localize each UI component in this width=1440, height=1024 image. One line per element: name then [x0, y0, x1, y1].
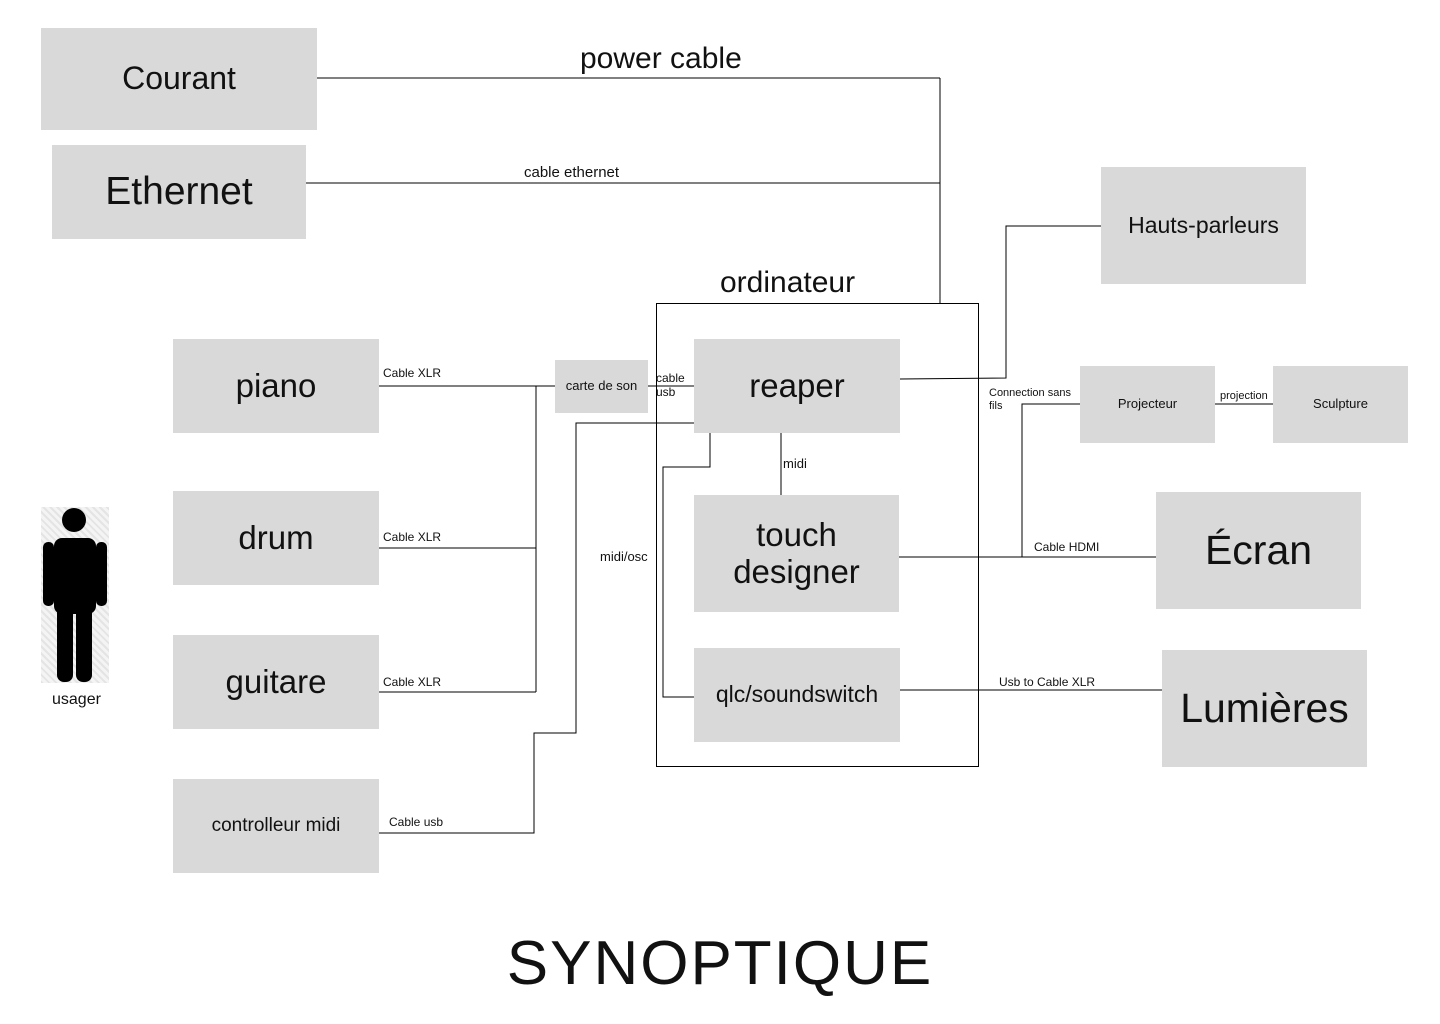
cable-hdmi-label: Cable HDMI: [1034, 540, 1100, 554]
qlc-soundswitch-node: qlc/soundswitch: [694, 648, 900, 742]
drum-node: drum: [173, 491, 379, 585]
courant-node: Courant: [41, 28, 317, 130]
projection-label: projection: [1220, 390, 1268, 402]
reaper-node: reaper: [694, 339, 900, 433]
wire-reaper-qlc-osc: [662, 433, 711, 698]
ordinateur-label: ordinateur: [720, 266, 856, 299]
wire-wireless-projecteur: [1021, 403, 1080, 557]
controlleur-midi-node: controlleur midi: [173, 779, 379, 873]
piano-cable-label: Cable XLR: [383, 366, 442, 380]
lumieres-node: Lumières: [1162, 650, 1367, 767]
wire-controller-reaper: [379, 422, 694, 834]
guitare-node: guitare: [173, 635, 379, 729]
controller-cable-label: Cable usb: [389, 815, 444, 829]
cable-ethernet-label: cable ethernet: [524, 164, 620, 181]
midi-label: midi: [783, 456, 807, 471]
usager-label: usager: [52, 691, 101, 708]
ethernet-node: Ethernet: [52, 145, 306, 239]
midi-osc-label: midi/osc: [600, 549, 648, 564]
power-cable-label: power cable: [580, 42, 742, 75]
wire-reaper-speakers: [899, 225, 1101, 380]
ecran-node: Écran: [1156, 492, 1361, 609]
projecteur-node: Projecteur: [1080, 366, 1215, 443]
drum-cable-label: Cable XLR: [383, 530, 442, 544]
ordinateur-frame: [656, 303, 979, 767]
diagram-title: SYNOPTIQUE: [506, 929, 934, 998]
cable-usb-label: cable usb: [656, 371, 685, 399]
connection-sans-fils-label: Connection sans fils: [989, 387, 1071, 412]
carte-de-son-node: carte de son: [555, 360, 648, 413]
piano-node: piano: [173, 339, 379, 433]
hauts-parleurs-node: Hauts-parleurs: [1101, 167, 1306, 284]
sculpture-node: Sculpture: [1273, 366, 1408, 443]
user-figure-icon: [41, 507, 109, 683]
guitare-cable-label: Cable XLR: [383, 675, 442, 689]
usb-to-xlr-label: Usb to Cable XLR: [999, 675, 1096, 689]
touch-designer-node: touch designer: [694, 495, 899, 612]
